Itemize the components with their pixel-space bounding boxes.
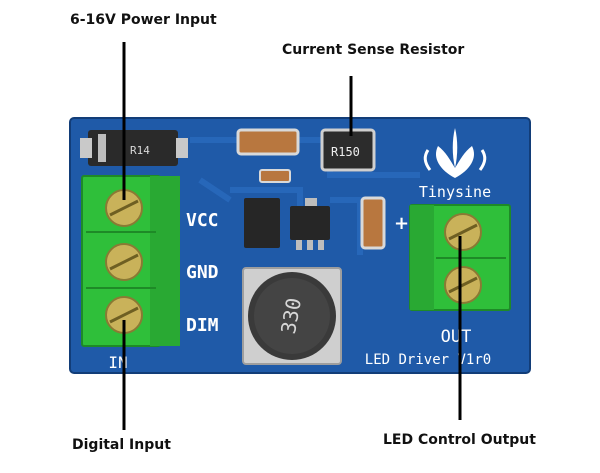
led-output-callout: LED Control Output bbox=[383, 432, 536, 448]
tinysine-logo-icon bbox=[423, 128, 487, 178]
input-terminal-block bbox=[81, 175, 180, 347]
current-sense-callout: Current Sense Resistor bbox=[282, 42, 465, 58]
ic-chip-right bbox=[290, 198, 330, 250]
capacitor-vertical bbox=[360, 196, 386, 250]
brand-name: Tinysine bbox=[419, 183, 491, 201]
diode-marking: R14 bbox=[130, 144, 150, 157]
board-name: LED Driver V1r0 bbox=[365, 352, 491, 368]
capacitor-top bbox=[236, 128, 300, 156]
pin-label-dim: DIM bbox=[186, 315, 219, 336]
output-terminal-block bbox=[409, 204, 511, 311]
inductor-component: 330 bbox=[242, 267, 342, 365]
digital-input-callout: Digital Input bbox=[72, 437, 171, 453]
resistor-small bbox=[259, 169, 291, 183]
plus-sign: + bbox=[394, 213, 409, 234]
pin-label-gnd: GND bbox=[186, 262, 219, 283]
resistor-marking: R150 bbox=[331, 145, 360, 159]
output-label: OUT bbox=[441, 327, 472, 347]
pin-label-vcc: VCC bbox=[186, 210, 219, 231]
current-sense-resistor: R150 bbox=[320, 128, 376, 172]
ic-chip-left bbox=[244, 198, 280, 248]
diode-component: R14 bbox=[80, 130, 188, 166]
power-input-callout: 6-16V Power Input bbox=[70, 12, 217, 28]
